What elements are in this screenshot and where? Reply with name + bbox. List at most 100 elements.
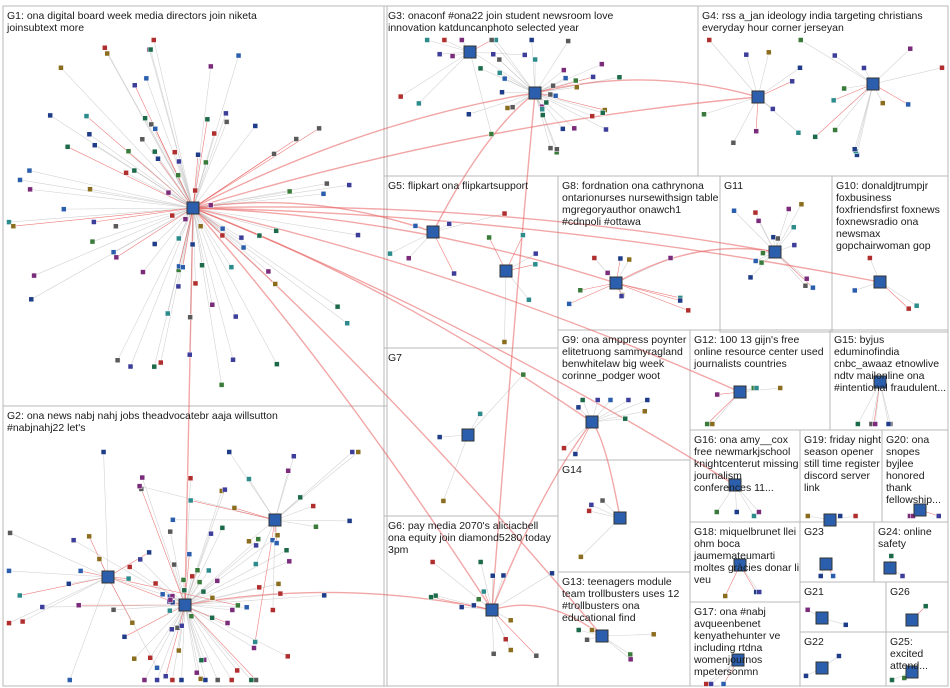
hub-node[interactable]: [728, 478, 742, 492]
graph-node[interactable]: [528, 37, 535, 43]
graph-node[interactable]: [131, 655, 137, 662]
graph-node[interactable]: [490, 572, 496, 579]
graph-node[interactable]: [520, 232, 526, 238]
graph-node[interactable]: [708, 681, 714, 687]
graph-node[interactable]: [867, 255, 873, 261]
graph-node[interactable]: [566, 301, 572, 307]
graph-node[interactable]: [349, 449, 356, 455]
graph-node[interactable]: [880, 100, 886, 106]
graph-node[interactable]: [532, 261, 539, 268]
graph-node[interactable]: [151, 241, 158, 247]
graph-node[interactable]: [477, 411, 483, 417]
graph-node[interactable]: [677, 297, 683, 304]
graph-node[interactable]: [355, 449, 361, 455]
graph-node[interactable]: [540, 112, 546, 118]
graph-node[interactable]: [152, 148, 158, 155]
graph-node[interactable]: [466, 111, 472, 117]
graph-node[interactable]: [496, 70, 503, 76]
hub-node[interactable]: [463, 45, 477, 59]
graph-node[interactable]: [798, 37, 804, 43]
graph-node[interactable]: [139, 136, 146, 142]
graph-node[interactable]: [137, 556, 143, 563]
graph-node[interactable]: [562, 75, 569, 81]
graph-node[interactable]: [17, 177, 23, 183]
hub-node[interactable]: [913, 503, 927, 517]
graph-node[interactable]: [165, 189, 172, 196]
graph-node[interactable]: [136, 483, 143, 489]
graph-node[interactable]: [913, 302, 920, 309]
graph-node[interactable]: [127, 363, 134, 370]
graph-node[interactable]: [627, 651, 633, 658]
graph-node[interactable]: [667, 255, 674, 261]
graph-node[interactable]: [832, 127, 838, 133]
graph-node[interactable]: [622, 415, 628, 422]
hub-node[interactable]: [815, 611, 829, 625]
graph-node[interactable]: [64, 144, 71, 150]
graph-node[interactable]: [907, 45, 913, 52]
graph-node[interactable]: [766, 49, 772, 56]
graph-node[interactable]: [584, 637, 590, 643]
graph-node[interactable]: [286, 558, 293, 565]
hub-node[interactable]: [866, 77, 880, 91]
graph-node[interactable]: [432, 592, 439, 599]
graph-node[interactable]: [618, 293, 625, 299]
graph-node[interactable]: [451, 270, 457, 277]
graph-node[interactable]: [843, 622, 849, 628]
graph-node[interactable]: [228, 677, 235, 683]
graph-node[interactable]: [47, 112, 53, 119]
graph-node[interactable]: [169, 626, 175, 633]
graph-node[interactable]: [28, 296, 35, 303]
graph-node[interactable]: [131, 82, 138, 89]
graph-node[interactable]: [616, 74, 623, 81]
hub-node[interactable]: [585, 415, 599, 429]
hub-node[interactable]: [905, 665, 919, 679]
graph-node[interactable]: [837, 513, 843, 519]
graph-node[interactable]: [475, 596, 482, 602]
graph-node[interactable]: [209, 615, 215, 621]
hub-node[interactable]: [873, 375, 887, 389]
graph-node[interactable]: [176, 235, 182, 242]
graph-node[interactable]: [571, 125, 578, 132]
graph-node[interactable]: [532, 56, 538, 63]
graph-node[interactable]: [31, 272, 37, 279]
graph-node[interactable]: [146, 549, 152, 556]
graph-node[interactable]: [488, 37, 495, 43]
graph-node[interactable]: [274, 532, 281, 539]
graph-node[interactable]: [222, 486, 228, 493]
graph-node[interactable]: [167, 607, 173, 614]
hub-node[interactable]: [751, 90, 765, 104]
graph-node[interactable]: [939, 64, 945, 71]
hub-node[interactable]: [178, 598, 192, 612]
graph-node[interactable]: [777, 385, 783, 391]
graph-node[interactable]: [251, 645, 257, 651]
graph-node[interactable]: [313, 523, 319, 530]
hub-node[interactable]: [823, 513, 837, 527]
graph-node[interactable]: [170, 517, 176, 523]
graph-node[interactable]: [573, 77, 579, 84]
graph-node[interactable]: [186, 351, 193, 358]
graph-node[interactable]: [175, 283, 182, 290]
graph-node[interactable]: [703, 681, 709, 687]
graph-node[interactable]: [603, 126, 609, 133]
graph-node[interactable]: [501, 339, 508, 345]
graph-node[interactable]: [756, 509, 762, 515]
graph-node[interactable]: [572, 451, 579, 457]
graph-node[interactable]: [790, 224, 797, 230]
graph-node[interactable]: [599, 61, 605, 67]
hub-node[interactable]: [613, 511, 627, 525]
graph-node[interactable]: [501, 75, 508, 82]
graph-node[interactable]: [481, 588, 487, 595]
graph-node[interactable]: [803, 275, 810, 282]
graph-node[interactable]: [344, 320, 350, 326]
graph-node[interactable]: [229, 607, 236, 613]
graph-node[interactable]: [549, 570, 555, 577]
graph-node[interactable]: [123, 170, 129, 176]
graph-node[interactable]: [441, 37, 448, 43]
graph-node[interactable]: [346, 518, 353, 524]
graph-node[interactable]: [180, 577, 187, 583]
graph-node[interactable]: [575, 627, 582, 633]
graph-node[interactable]: [114, 357, 121, 364]
graph-node[interactable]: [561, 445, 567, 451]
graph-node[interactable]: [195, 152, 201, 158]
graph-node[interactable]: [231, 505, 238, 511]
